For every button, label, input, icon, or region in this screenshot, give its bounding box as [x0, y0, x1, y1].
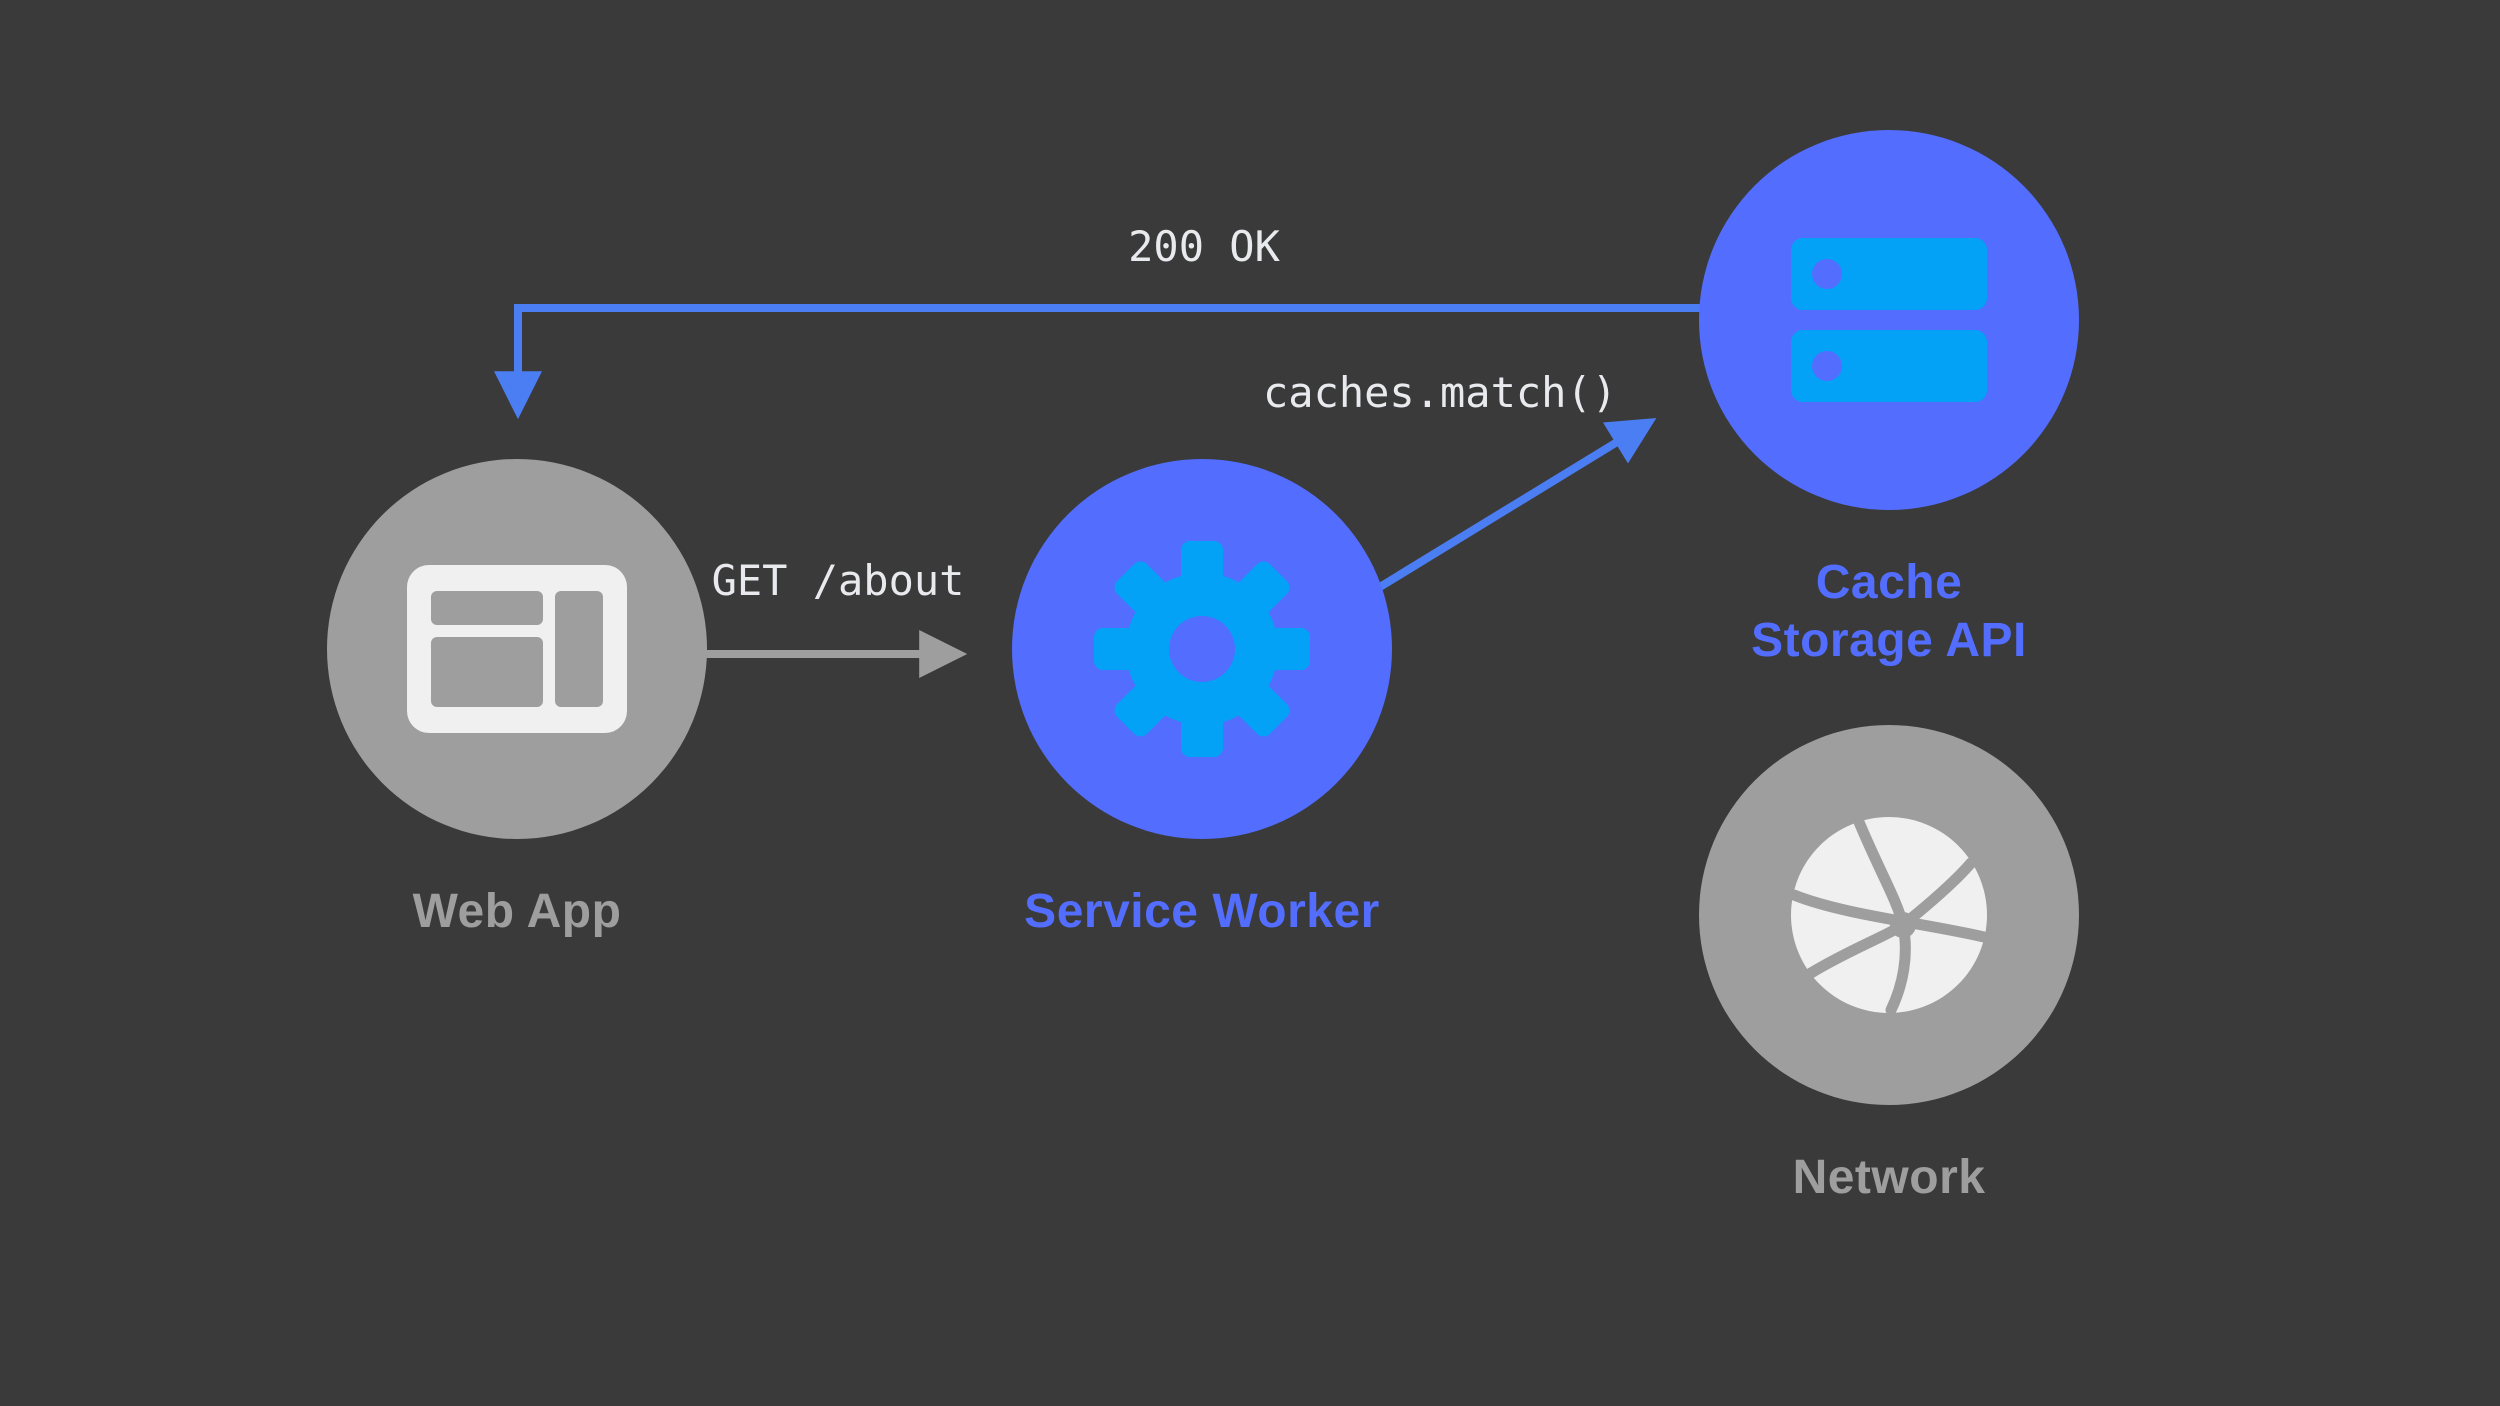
cache-storage-label-line1: Cache — [1815, 556, 1963, 609]
gear-icon — [1094, 541, 1310, 757]
network-circle — [1699, 725, 2079, 1105]
web-app-node: Web App — [327, 459, 707, 941]
cache-lookup-arrow — [1349, 417, 1657, 608]
browser-window-icon — [407, 565, 627, 733]
service-worker-node: Service Worker — [1012, 459, 1392, 941]
cache-storage-node: Cache Storage API — [1699, 130, 2079, 669]
service-worker-circle — [1012, 459, 1392, 839]
service-worker-label: Service Worker — [1024, 885, 1380, 938]
globe-icon — [1788, 816, 1990, 1016]
cache-storage-label-line2: Storage API — [1751, 613, 2027, 667]
cache-storage-circle — [1699, 130, 2079, 510]
cache-lookup-label: caches.match() — [1262, 368, 1618, 417]
network-node: Network — [1699, 725, 2079, 1207]
web-app-label: Web App — [412, 885, 622, 938]
network-label: Network — [1792, 1151, 1986, 1204]
request-label: GET /about — [711, 556, 965, 605]
response-arrow — [494, 304, 1720, 420]
response-label: 200 OK — [1128, 222, 1280, 271]
cache-storage-label: Cache Storage API — [1751, 554, 2027, 669]
server-stack-icon — [1791, 238, 1987, 402]
web-app-circle — [327, 459, 707, 839]
